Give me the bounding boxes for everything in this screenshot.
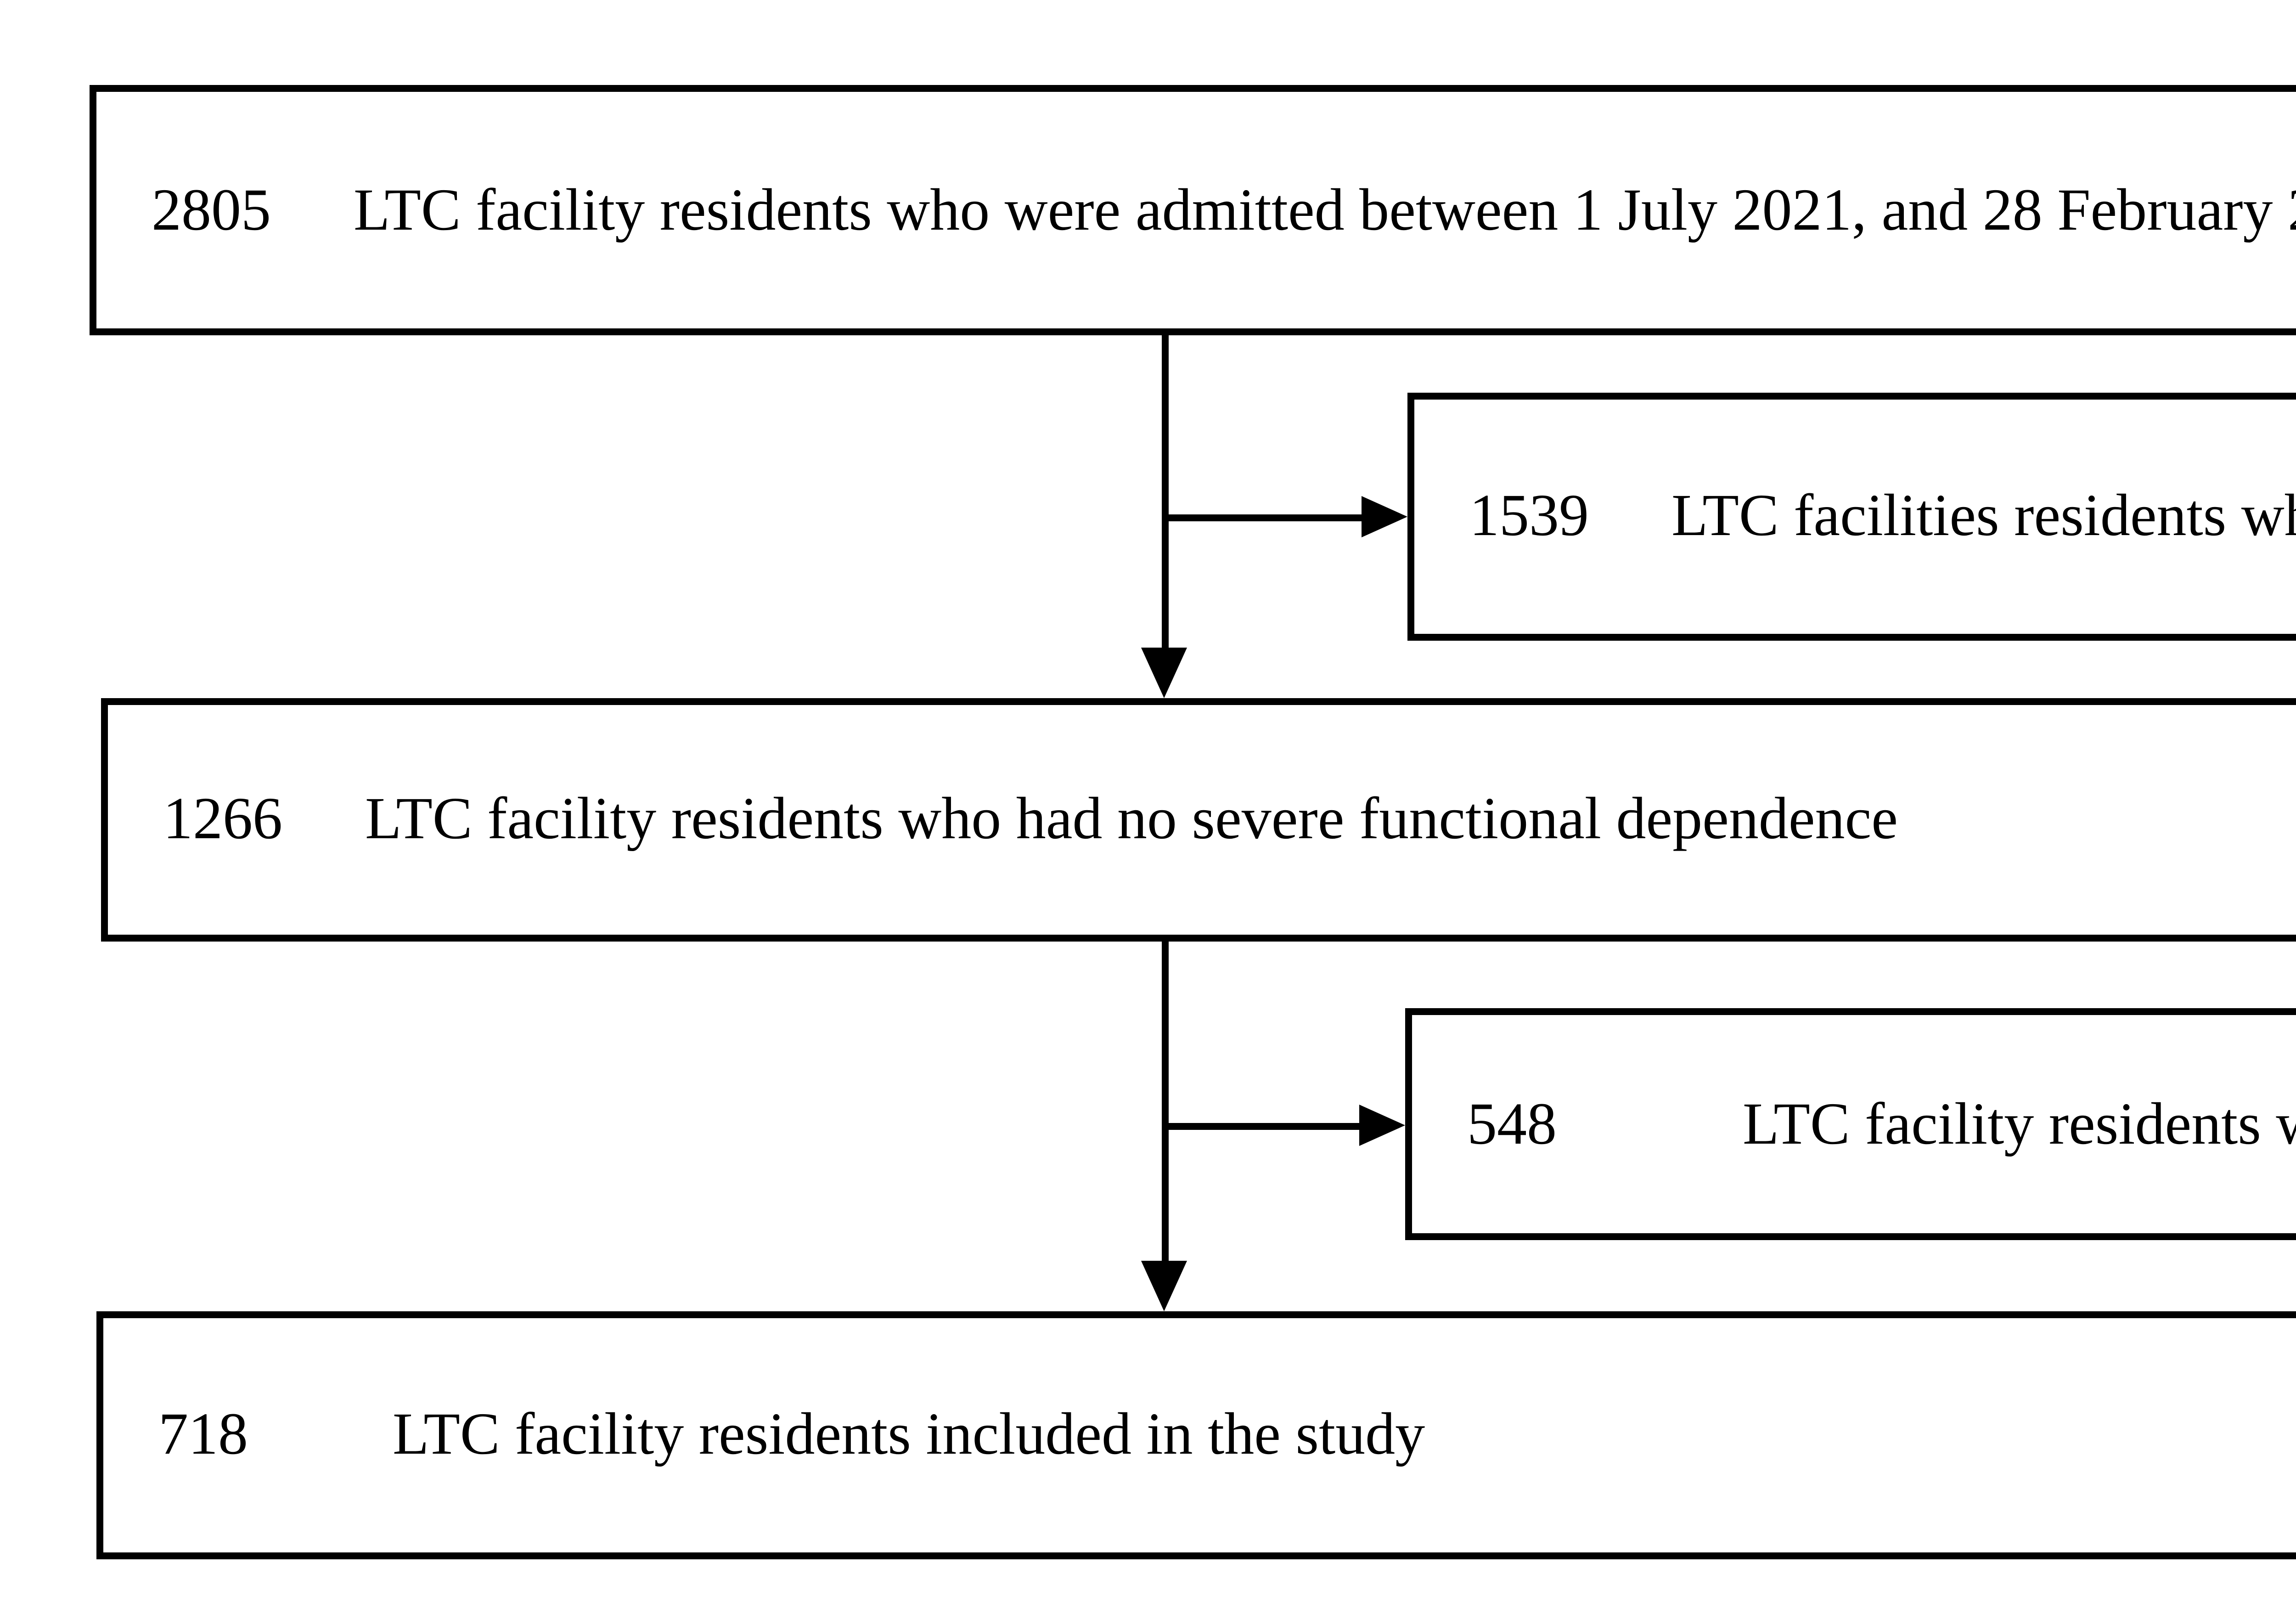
connector-line-branch-2 — [1164, 1122, 1364, 1129]
arrowhead-down-1-icon — [1141, 648, 1187, 698]
arrowhead-right-1-icon — [1362, 496, 1407, 537]
flow-box-included: 718 LTC facility residents included in t… — [96, 1311, 2296, 1559]
arrowhead-down-2-icon — [1141, 1261, 1187, 1311]
box-label: LTC facility residents who had no severe… — [365, 786, 1898, 853]
flow-box-excluded-short-stay: 548 LTC facility residents with stay per… — [1405, 1008, 2296, 1240]
box-label: LTC facility residents who were admitted… — [354, 176, 2296, 243]
connector-line-vertical-1 — [1160, 335, 1168, 659]
count-value: 548 — [1467, 1090, 1557, 1157]
flow-box-no-severe-dependence: 1266 LTC facility residents who had no s… — [101, 698, 2296, 942]
connector-line-vertical-2 — [1160, 942, 1168, 1270]
box-label: LTC facility residents with stay periods… — [1743, 1090, 2296, 1157]
flow-box-excluded-severe-dependence: 1539 LTC facilities residents who had se… — [1407, 393, 2296, 641]
arrowhead-right-2-icon — [1359, 1105, 1405, 1146]
box-label: LTC facility residents included in the s… — [393, 1402, 1425, 1469]
count-value: 1266 — [163, 786, 282, 853]
count-value: 718 — [158, 1402, 248, 1469]
count-value: 2805 — [152, 176, 271, 243]
count-value: 1539 — [1469, 483, 1589, 550]
box-label: LTC facilities residents who had severe … — [1671, 483, 2296, 550]
flow-box-admitted: 2805 LTC facility residents who were adm… — [90, 85, 2296, 335]
connector-line-branch-1 — [1164, 513, 1366, 520]
